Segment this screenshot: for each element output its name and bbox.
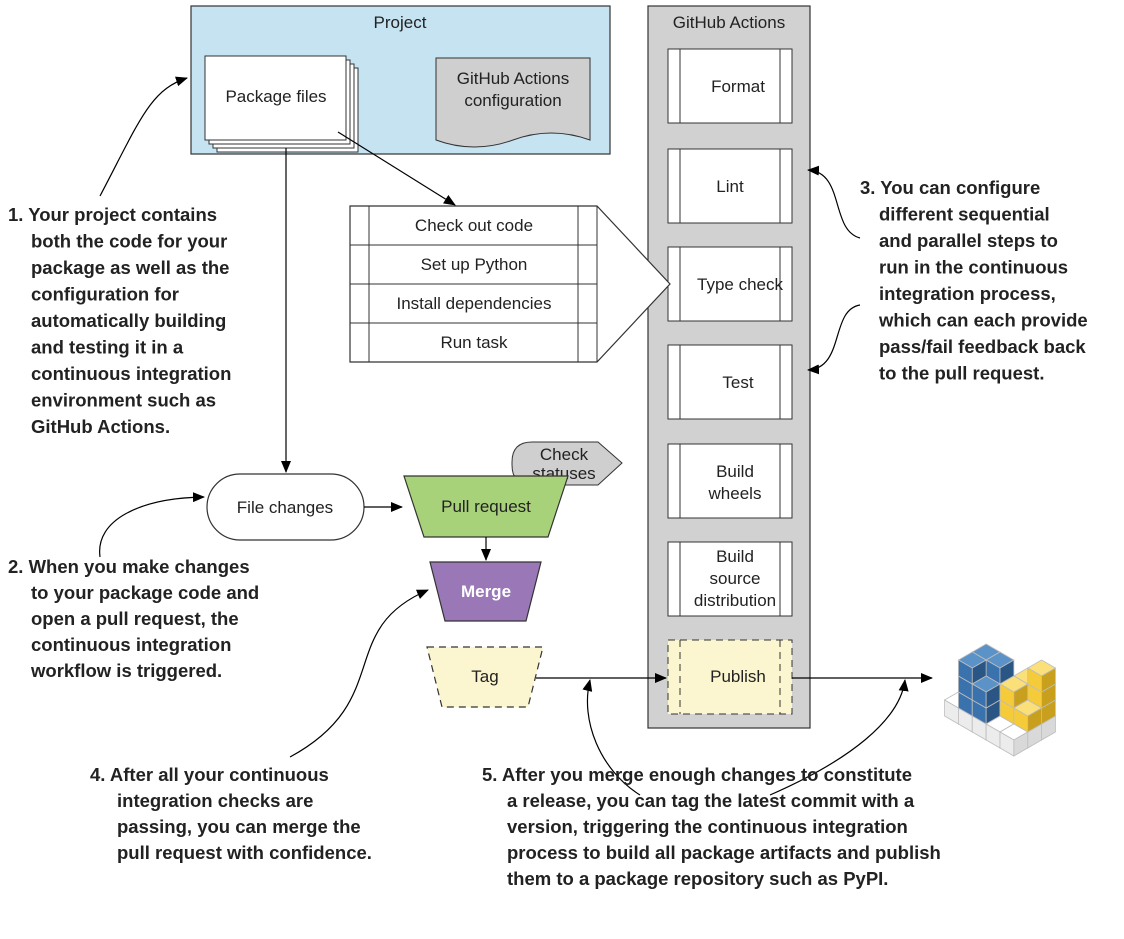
pull-request-label: Pull request [441,497,531,516]
note1-line: both the code for your [31,231,227,252]
tag-node: Tag [426,646,544,708]
note4-pointer [289,589,429,758]
note2-line: to your package code and [31,582,259,603]
actions-config-line1: GitHub Actions [457,69,569,88]
step-type-check-label: Type check [697,275,783,294]
check-statuses-line1: Check [540,445,589,464]
merge-label: Merge [461,582,511,601]
job-step-setup-python: Set up Python [421,255,528,274]
pypi-cube [1041,667,1056,693]
step-format: Format [667,48,793,124]
note3-line: integration process, [879,283,1056,304]
note2-line: continuous integration [31,634,231,655]
note3-line: to the pull request. [879,363,1044,384]
project-title: Project [374,13,427,32]
note4-line: pull request with confidence. [117,842,372,863]
note1-line: 1. Your project contains [8,204,217,225]
step-build-sdist-line2: source [709,569,760,588]
package-files: Package files [204,55,359,153]
step-publish: Publish [667,639,793,715]
note3-pointer-test [807,304,861,375]
note1-line: GitHub Actions. [31,416,170,437]
note5-line: process to build all package artifacts a… [507,842,941,863]
note3-pointer-lint [807,165,861,239]
step-test-label: Test [722,373,753,392]
note4-line: integration checks are [117,790,313,811]
note5-line: a release, you can tag the latest commit… [507,790,915,811]
note3: 3. You can configure different sequential… [860,177,1088,384]
note1-line: package as well as the [31,257,229,278]
actions-config-line2: configuration [464,91,561,110]
note2-line: 2. When you make changes [8,556,250,577]
project-box: Project Package files GitHub Actions con… [190,5,611,155]
note2-line: workflow is triggered. [30,660,222,681]
pypi-cube [1027,707,1042,733]
step-test: Test [667,344,793,420]
note1-line: and testing it in a [31,337,184,358]
note3-line: 3. You can configure [860,177,1040,198]
job-steps-callout: Check out code Set up Python Install dep… [349,205,671,363]
note2: 2. When you make changes to your package … [8,556,259,681]
note5-pointer-tag [582,679,641,796]
arrow-package-to-job-steps [337,131,456,206]
merge-node: Merge [429,561,542,622]
pypi-cube [1013,731,1029,757]
note3-line: pass/fail feedback back [879,336,1086,357]
actions-config-document: GitHub Actions configuration [435,57,591,148]
note5-line: version, triggering the continuous integ… [507,816,908,837]
note5: 5. After you merge enough changes to con… [482,764,941,889]
note1-line: configuration for [31,284,179,305]
note1: 1. Your project contains both the code fo… [8,204,231,437]
note5-line: 5. After you merge enough changes to con… [482,764,912,785]
note1-line: automatically building [31,310,226,331]
tag-label: Tag [471,667,498,686]
note4-line: 4. After all your continuous [90,764,329,785]
job-step-run-task: Run task [440,333,508,352]
note2-pointer [99,492,205,558]
pull-request-node: Pull request [403,475,569,538]
step-build-wheels: Build wheels [667,443,793,519]
step-build-sdist-line3: distribution [694,591,776,610]
note4-line: passing, you can merge the [117,816,361,837]
note4: 4. After all your continuous integration … [90,764,372,863]
step-lint: Lint [667,148,793,224]
pypi-logo-icon [943,643,1057,757]
file-changes-node: File changes [206,473,365,541]
note1-line: environment such as [31,390,216,411]
job-step-install-deps: Install dependencies [396,294,551,313]
github-actions-column: GitHub Actions Format Lint Type check Te… [647,5,811,729]
step-build-wheels-line2: wheels [708,484,762,503]
note2-line: open a pull request, the [31,608,239,629]
step-build-sdist-line1: Build [716,547,754,566]
step-lint-label: Lint [716,177,744,196]
note3-line: different sequential [879,204,1050,225]
step-build-sdist: Build source distribution [667,541,793,617]
note5-pointer-publish [769,679,909,796]
note3-line: which can each provide [878,310,1088,331]
step-build-wheels-line1: Build [716,462,754,481]
step-publish-label: Publish [710,667,766,686]
github-actions-title: GitHub Actions [673,13,785,32]
note3-line: run in the continuous [879,257,1068,278]
step-type-check: Type check [667,246,793,322]
package-files-label: Package files [225,87,326,106]
step-format-label: Format [711,77,765,96]
note5-line: them to a package repository such as PyP… [507,868,888,889]
note1-line: continuous integration [31,363,231,384]
job-step-checkout: Check out code [415,216,533,235]
note3-line: and parallel steps to [879,230,1058,251]
note1-pointer [99,76,188,197]
connectors [99,76,933,796]
file-changes-label: File changes [237,498,333,517]
